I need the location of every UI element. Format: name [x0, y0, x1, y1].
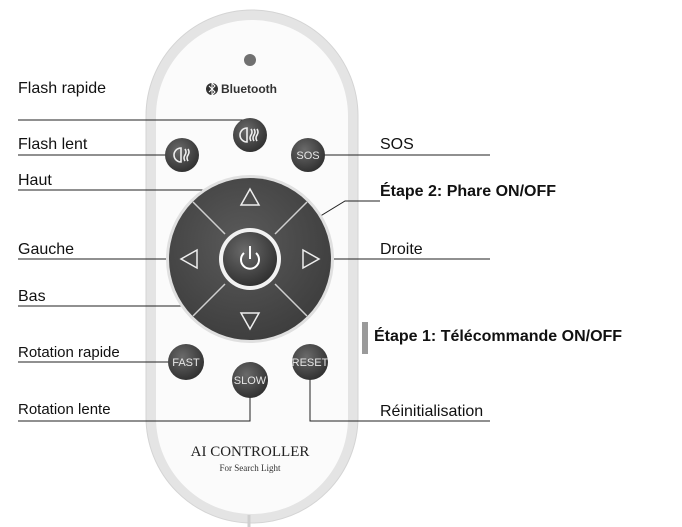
left-arrow-icon	[179, 248, 198, 270]
up-arrow-icon	[239, 187, 261, 206]
flash-lent-icon	[173, 147, 190, 163]
power-switch-marker	[362, 322, 368, 354]
label-flash-rapide: Flash rapide	[18, 80, 106, 97]
fast-button[interactable]: FAST	[168, 344, 204, 380]
label-rotation-lente: Rotation lente	[18, 401, 111, 418]
reset-button-label: RESET	[292, 357, 329, 369]
power-icon	[240, 246, 260, 270]
left-button[interactable]	[179, 248, 198, 270]
up-button[interactable]	[239, 187, 261, 206]
bluetooth-logo: Bluetooth	[206, 81, 277, 97]
down-arrow-icon	[239, 312, 261, 331]
sos-button-label: SOS	[296, 150, 319, 162]
flash-rapide-button[interactable]	[233, 118, 267, 152]
brand-subtitle: For Search Light	[220, 463, 281, 473]
leader-lines	[18, 119, 490, 422]
slow-button-label: SLOW	[234, 375, 267, 387]
label-flash-lent: Flash lent	[18, 136, 88, 153]
brand-title: AI CONTROLLER	[191, 444, 310, 460]
led-indicator	[244, 54, 256, 66]
bluetooth-text: Bluetooth	[221, 82, 277, 96]
sos-button[interactable]: SOS	[291, 138, 325, 172]
right-button[interactable]	[302, 248, 321, 270]
label-etape1: Étape 1: Télécommande ON/OFF	[374, 326, 622, 345]
label-droite: Droite	[380, 241, 423, 258]
label-reinitialisation: Réinitialisation	[380, 403, 483, 420]
label-etape2: Étape 2: Phare ON/OFF	[380, 181, 556, 200]
flash-lent-button[interactable]	[165, 138, 199, 172]
power-button[interactable]	[219, 228, 281, 290]
label-sos: SOS	[380, 136, 414, 153]
leader-reinitialisation	[309, 362, 490, 422]
label-haut: Haut	[18, 172, 52, 189]
reset-button[interactable]: RESET	[292, 344, 329, 380]
label-rotation-rapide: Rotation rapide	[18, 344, 120, 361]
fast-button-label: FAST	[172, 357, 200, 369]
label-gauche: Gauche	[18, 241, 74, 258]
label-bas: Bas	[18, 288, 46, 305]
flash-rapide-icon	[239, 127, 259, 143]
right-arrow-icon	[302, 248, 321, 270]
slow-button[interactable]: SLOW	[232, 362, 268, 398]
down-button[interactable]	[239, 312, 261, 331]
